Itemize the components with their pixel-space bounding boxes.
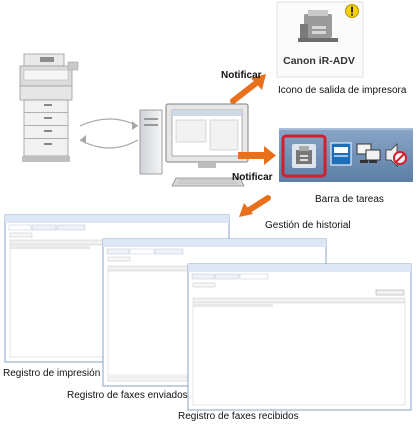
communication-arrows xyxy=(79,118,139,149)
multifunction-printer xyxy=(19,53,79,162)
desktop-computer xyxy=(139,103,249,187)
speaker-muted-icon[interactable] xyxy=(385,143,407,167)
printer-icon[interactable] xyxy=(292,144,316,168)
notify-label-mid: Notificar xyxy=(232,172,273,183)
printer-output-card xyxy=(276,1,364,78)
received-fax-log-window xyxy=(187,263,412,411)
exclamation-icon xyxy=(345,4,359,18)
received-fax-log-label: Registro de faxes recibidos xyxy=(178,411,299,422)
printer-output-icon-label: Icono de salida de impresora xyxy=(278,85,407,96)
notify-arrow-right xyxy=(238,146,276,165)
history-arrow xyxy=(239,195,271,217)
taskbar-label: Barra de tareas xyxy=(315,194,384,205)
history-label: Gestión de historial xyxy=(265,220,351,231)
notify-arrow-up xyxy=(230,74,266,104)
printer-name-label: Canon iR-ADV xyxy=(283,55,355,67)
sent-fax-log-label: Registro de faxes enviados xyxy=(67,390,188,401)
network-icon[interactable] xyxy=(356,143,381,163)
window-icon[interactable] xyxy=(330,142,352,166)
taskbar-highlight xyxy=(281,134,327,178)
taskbar xyxy=(279,128,413,182)
printer-icon xyxy=(298,10,338,42)
notify-label-top: Notificar xyxy=(221,70,262,81)
print-log-label: Registro de impresión xyxy=(3,368,101,379)
